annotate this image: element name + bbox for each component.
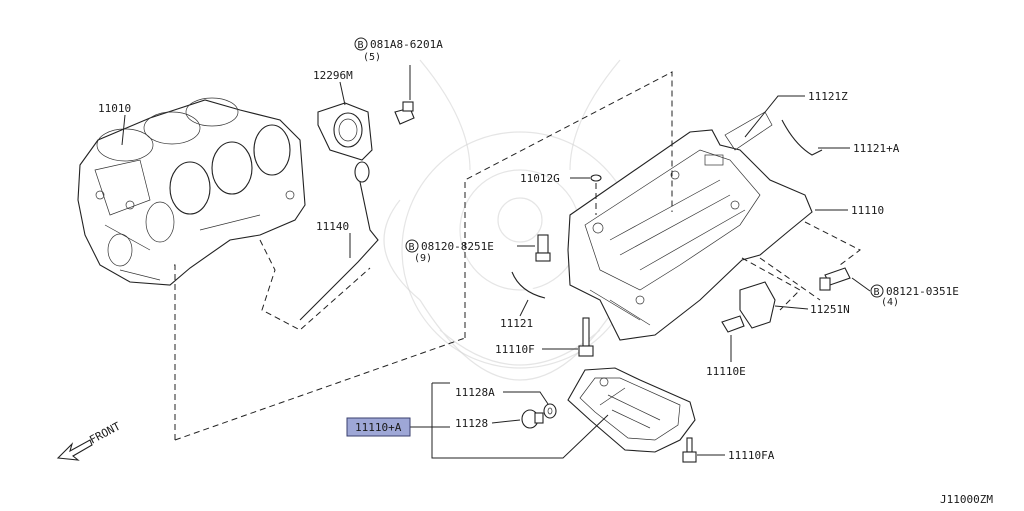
oil-seal-retainer[interactable] [317, 102, 373, 161]
cylinder-block[interactable] [77, 97, 306, 286]
bolt-symbol-081A8: B [354, 37, 368, 51]
label-11128[interactable]: 11128 [455, 417, 488, 430]
bolt-11110F[interactable] [578, 317, 594, 357]
drain-plug-11128[interactable] [521, 409, 544, 429]
gasket-11121A[interactable] [781, 119, 823, 156]
label-11121A[interactable]: 11121+A [853, 142, 900, 155]
label-11251N[interactable]: 11251N [810, 303, 850, 316]
label-11110F[interactable]: 11110F [495, 343, 535, 356]
qty-081A8: (5) [363, 52, 381, 63]
upper-oil-pan[interactable] [567, 111, 813, 341]
label-11110FA[interactable]: 11110FA [728, 449, 775, 462]
label-08120-8251E[interactable]: 08120-8251E [421, 240, 494, 253]
cover-11251N[interactable] [739, 281, 776, 329]
svg-text:B: B [409, 242, 415, 253]
label-11121Z[interactable]: 11121Z [808, 90, 848, 103]
lower-oil-pan[interactable] [567, 367, 696, 453]
front-label: FRONT [87, 419, 123, 446]
bolt-11110E[interactable] [721, 315, 745, 333]
bolt-symbol-08121: B [870, 284, 884, 298]
oil-level-gauge[interactable] [299, 161, 379, 321]
qty-08120: (9) [414, 253, 432, 264]
assembly-lines [170, 71, 861, 441]
leader-lines [121, 65, 871, 459]
highlight-box-11110A[interactable] [346, 417, 411, 437]
label-11110A[interactable]: 11110+A [355, 421, 402, 434]
label-12296M[interactable]: 12296M [313, 69, 353, 82]
part-labels: 11010 12296M 081A8-6201A (5) 11140 11012… [98, 38, 993, 506]
bolt-symbol-08120: B [405, 239, 419, 253]
label-11110E[interactable]: 11110E [706, 365, 746, 378]
washer-11128A[interactable] [543, 403, 557, 419]
svg-text:B: B [874, 287, 880, 298]
label-081A8-6201A[interactable]: 081A8-6201A [370, 38, 443, 51]
bolt-08120[interactable] [535, 234, 551, 262]
label-11110[interactable]: 11110 [851, 204, 884, 217]
label-11012G[interactable]: 11012G [520, 172, 560, 185]
svg-text:B: B [358, 40, 364, 51]
bolt-11110FA[interactable] [682, 437, 697, 463]
label-11010[interactable]: 11010 [98, 102, 131, 115]
drain-plug-11012G[interactable] [590, 174, 602, 182]
bolt-08121[interactable] [819, 267, 851, 291]
gasket-11121[interactable] [511, 271, 546, 299]
qty-08121: (4) [881, 297, 899, 308]
bolt-081A8[interactable] [394, 101, 415, 125]
label-11128A[interactable]: 11128A [455, 386, 495, 399]
label-08121-0351E[interactable]: 08121-0351E [886, 285, 959, 298]
front-arrow: FRONT [56, 419, 123, 461]
label-11140[interactable]: 11140 [316, 220, 349, 233]
diagram-code: J11000ZM [940, 493, 993, 506]
label-11121[interactable]: 11121 [500, 317, 533, 330]
